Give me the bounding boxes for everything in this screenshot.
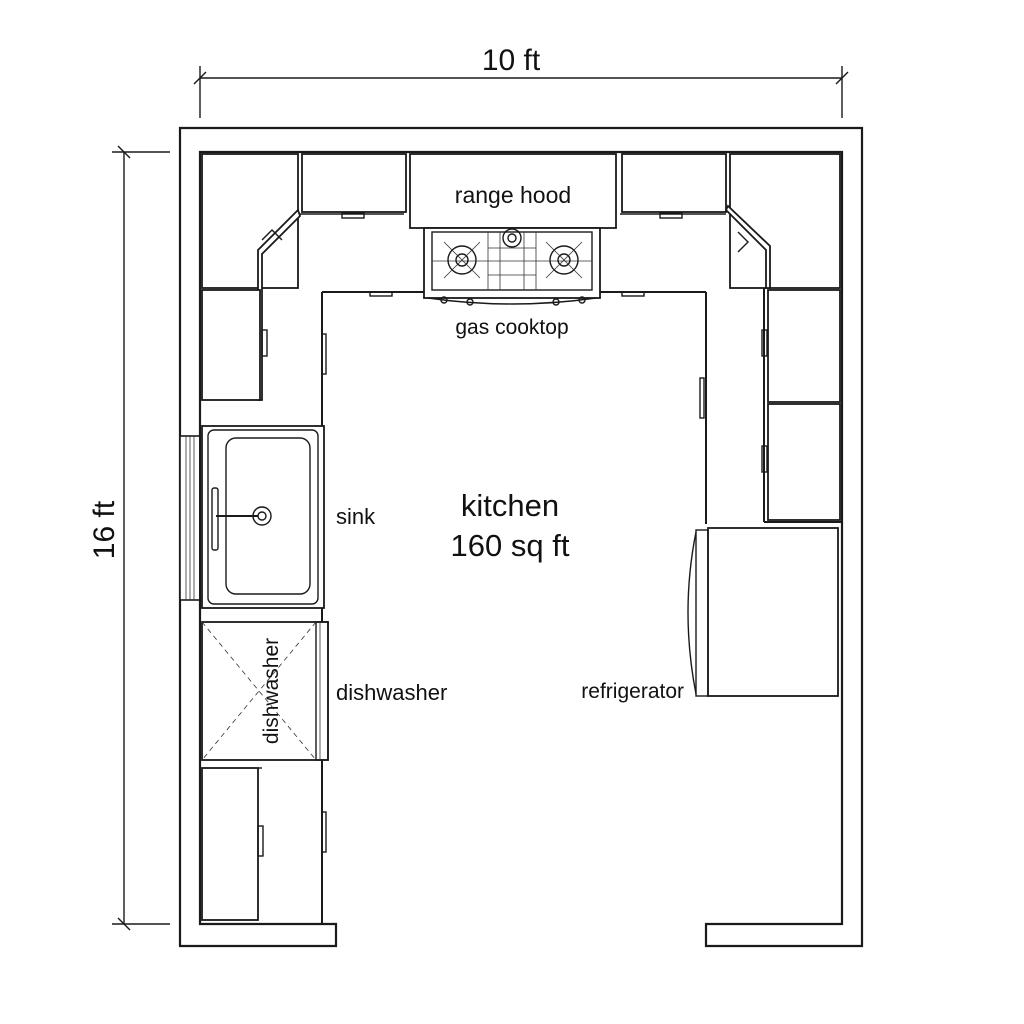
lower-cabinet-left [201, 767, 327, 921]
upper-cabinets [201, 153, 842, 523]
width-dimension: 10 ft [193, 44, 849, 118]
upper-cabinet-top-2 [621, 153, 727, 213]
upper-cabinet-left-1 [201, 289, 261, 401]
room-label: kitchen 160 sq ft [451, 488, 570, 563]
dishwasher-label: dishwasher [336, 680, 447, 705]
room-name: kitchen [461, 488, 559, 523]
dishwasher: dishwasher dishwasher [201, 621, 447, 761]
upper-cabinet-right-2 [767, 403, 841, 521]
height-dimension: 16 ft [88, 145, 170, 931]
burner-right [545, 241, 583, 279]
walls [178, 126, 864, 948]
upper-cabinet-top-left-corner [201, 153, 299, 289]
height-label: 16 ft [88, 500, 121, 559]
upper-cabinet-top-right-corner [729, 153, 841, 289]
burner-left [443, 241, 481, 279]
burner-center [502, 228, 522, 248]
upper-cabinet-right-1 [767, 289, 841, 403]
sink: sink [201, 425, 376, 609]
dishwasher-door-label: dishwasher [260, 638, 283, 744]
range-hood-label: range hood [455, 182, 571, 208]
upper-cabinet-top-1 [301, 153, 407, 213]
refrigerator-label: refrigerator [581, 680, 684, 703]
room-area: 160 sq ft [451, 528, 570, 563]
range-hood: range hood [409, 153, 617, 229]
sink-label: sink [336, 504, 376, 529]
gas-cooktop: gas cooktop [423, 227, 601, 339]
gas-cooktop-label: gas cooktop [455, 316, 568, 339]
width-label: 10 ft [482, 44, 541, 77]
left-top-right-wall [178, 126, 864, 948]
refrigerator: refrigerator [581, 527, 839, 703]
